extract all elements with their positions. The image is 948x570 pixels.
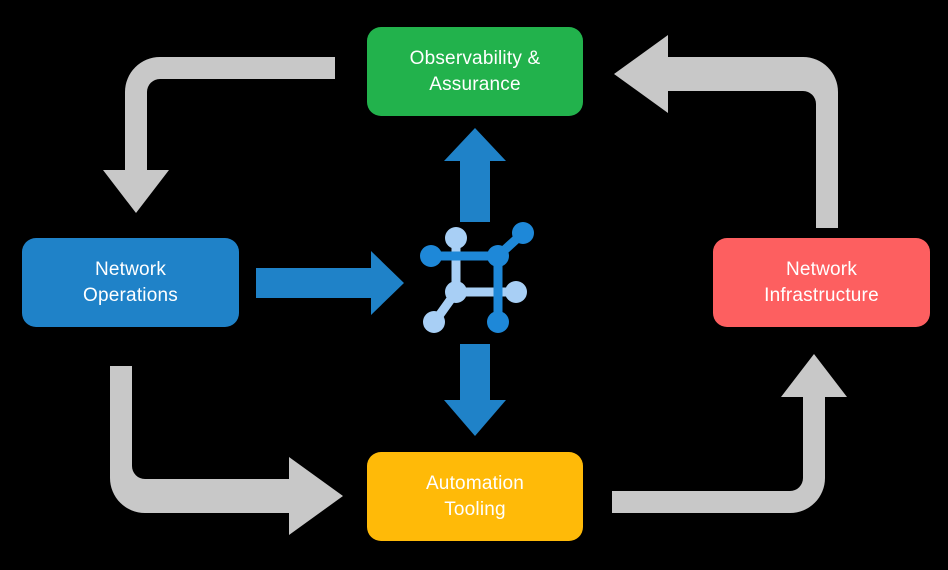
connector-network-infrastructure-to-observability <box>614 35 838 228</box>
connector-automation-tooling-to-network-infrastructure <box>612 354 847 513</box>
network-topology-icon <box>420 222 534 333</box>
node-observability-assurance[interactable]: Observability & Assurance <box>367 27 583 116</box>
node-automation-tooling[interactable]: Automation Tooling <box>367 452 583 541</box>
connector-observability-to-network-operations <box>103 57 335 213</box>
node-network-infrastructure[interactable]: Network Infrastructure <box>713 238 930 327</box>
node-network-operations[interactable]: Network Operations <box>22 238 239 327</box>
connector-network-operations-to-center <box>256 251 404 315</box>
connector-center-to-automation-tooling <box>444 344 506 436</box>
connector-center-to-observability <box>444 128 506 222</box>
connector-network-operations-to-automation-tooling <box>110 366 343 535</box>
